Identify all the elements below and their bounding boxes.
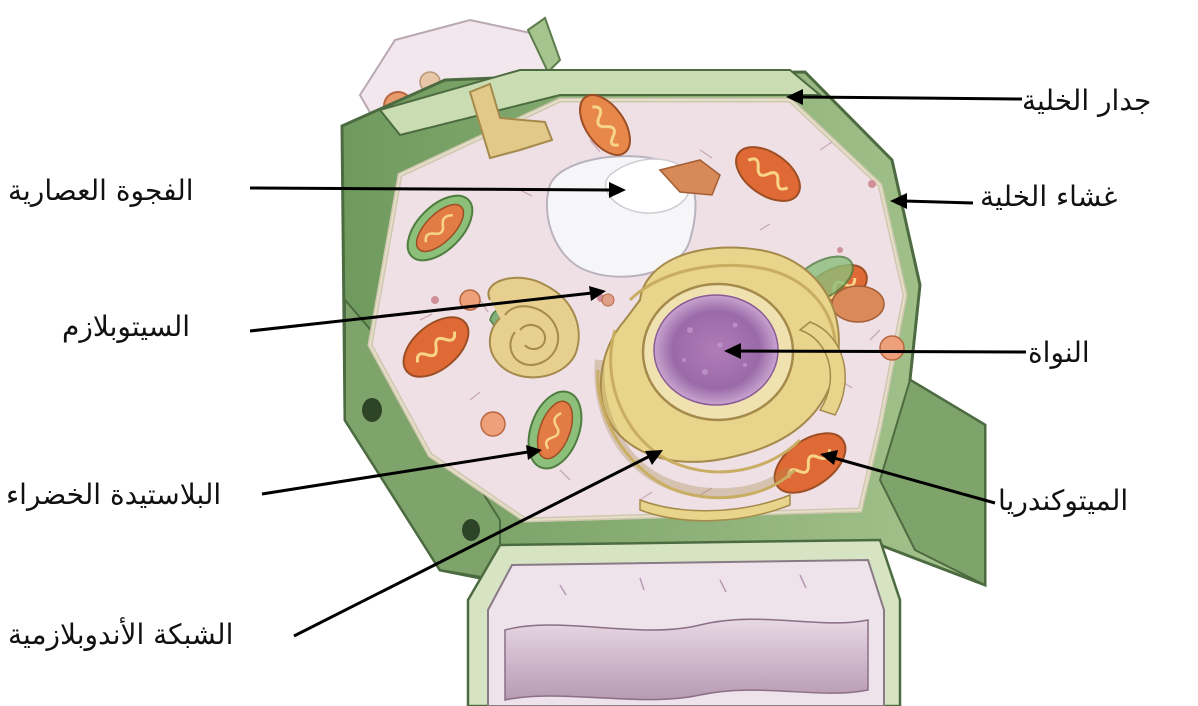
- label-nucleus: النواة: [1028, 336, 1090, 370]
- label-cell-membrane: غشاء الخلية: [980, 180, 1117, 214]
- label-mitochondria: الميتوكندريا: [998, 484, 1128, 518]
- cell-cross-section: [468, 540, 900, 706]
- label-cytoplasm: السيتوبلازم: [62, 310, 190, 344]
- label-chloroplast: البلاستيدة الخضراء: [6, 478, 221, 512]
- label-cell-wall: جدار الخلية: [1022, 84, 1151, 118]
- cell-membrane-leader: [890, 193, 973, 209]
- label-vacuole: الفجوة العصارية: [8, 174, 194, 208]
- label-endoplasmic-reticulum: الشبكة الأندوبلازمية: [8, 618, 233, 652]
